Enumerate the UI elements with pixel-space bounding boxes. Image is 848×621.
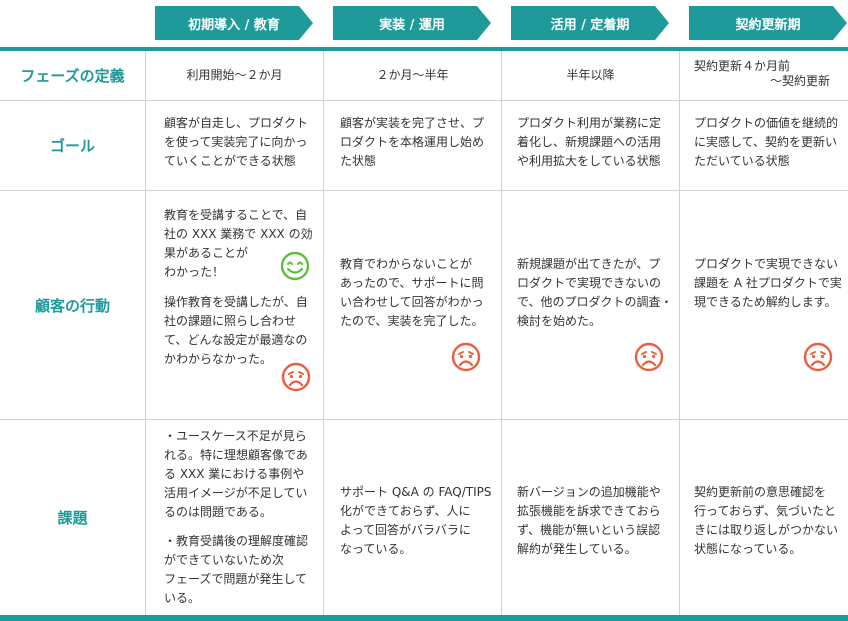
behavior-renewal: プロダクトで実現できない 課題を A 社プロダクトで実 現できるため解約します。	[694, 255, 842, 312]
text-line: 課題を A 社プロダクトで実	[694, 276, 842, 290]
text-line: 解約が発生している。	[517, 542, 637, 556]
text-line: 状態になっている。	[694, 542, 802, 556]
text-line: プロダクト利用が業務に定	[517, 116, 662, 130]
text-line: れる。特に理想顧客像であ	[164, 448, 308, 462]
behavior-implementation: 教育でわからないことが あったので、サポートに問 い合わせして回答がわかっ たの…	[340, 255, 484, 331]
sad-face-icon	[281, 362, 311, 392]
goal-onboarding: 顧客が自走し、プロダクト を使って実装完了に向かっ ていくことができる状態	[164, 114, 308, 171]
goal-adoption: プロダクト利用が業務に定 着化し、新規課題への活用 や利用拡大をしている状態	[517, 114, 661, 171]
definition-onboarding: 利用開始〜２か月	[186, 68, 283, 82]
text-line: 教育を受講することで、自	[164, 208, 308, 222]
text-line: 活用イメージが不足してい	[164, 486, 308, 500]
phase-header-implementation: 実装 / 運用	[333, 6, 491, 40]
text-line: い合わせして回答がわかっ	[340, 295, 484, 309]
text-line: ロダクトを本格運用し始め	[340, 135, 485, 149]
row-label-definition: フェーズの定義	[20, 67, 125, 85]
definition-implementation: ２か月〜半年	[376, 68, 449, 82]
behavior-onboarding-negative: 操作教育を受講したが、自 社の課題に照らし合わせ て、どんな設定が最適なの かわ…	[164, 293, 308, 369]
goal-renewal: プロダクトの価値を継続的 に実感して、契約を更新い ただいている状態	[694, 114, 838, 171]
text-line: て、どんな設定が最適なの	[164, 333, 308, 347]
text-line: 教育でわからないことが	[340, 257, 473, 271]
row-divider	[0, 100, 848, 101]
text-line: るのは問題である。	[164, 505, 272, 519]
text-line: る XXX 業における事例や	[164, 467, 305, 481]
text-line: ただいている状態	[694, 154, 790, 168]
text-line: 検討を始めた。	[517, 314, 602, 328]
column-divider	[323, 51, 324, 615]
column-divider	[145, 51, 146, 615]
text-line: プロダクトで実現できない	[694, 257, 839, 271]
issues-onboarding-bullet-2: ・教育受講後の理解度確認 ができていないため次 フェーズで問題が発生して いる。	[164, 532, 308, 608]
text-line: に実感して、契約を更新い	[694, 135, 838, 149]
issues-adoption: 新バージョンの追加機能や 拡張機能を訴求できておら ず、機能が無いという誤認 解…	[517, 483, 661, 559]
definition-renewal-line: 契約更新４か月前	[694, 59, 791, 73]
text-line: 社の XXX 業務で XXX の効	[164, 227, 313, 241]
text-line: を使って実装完了に向かっ	[164, 135, 308, 149]
text-line: ず、機能が無いという誤認	[517, 523, 661, 537]
row-divider	[0, 190, 848, 191]
text-line: かわからなかった。	[164, 352, 273, 366]
phase-header-renewal: 契約更新期	[689, 6, 847, 40]
text-line: プロダクトの価値を継続的	[694, 116, 839, 130]
text-line: 現できるため解約します。	[694, 295, 837, 309]
text-line: 行っておらず、気づいたと	[694, 504, 836, 518]
text-line: いる。	[164, 591, 201, 605]
text-line: フェーズで問題が発生して	[164, 572, 308, 586]
issues-renewal: 契約更新前の意思確認を 行っておらず、気づいたと きには取り返しがつかない 状態…	[694, 483, 838, 559]
text-line: たので、実装を完了した。	[340, 314, 484, 328]
row-label-behavior: 顧客の行動	[34, 296, 110, 315]
text-line: 着化し、新規課題への活用	[517, 135, 662, 149]
text-line: で、他のプロダクトの調査・	[517, 295, 673, 309]
text-line: なっている。	[340, 542, 412, 556]
column-divider	[501, 51, 502, 615]
definition-adoption: 半年以降	[566, 68, 615, 82]
text-line: や利用拡大をしている状態	[517, 154, 661, 168]
issues-onboarding-bullet-1: ・ユースケース不足が見ら れる。特に理想顧客像であ る XXX 業における事例や…	[164, 427, 308, 522]
definition-renewal-line: 〜契約更新	[769, 74, 830, 88]
text-line: 操作教育を受講したが、自	[164, 295, 308, 309]
text-line: 顧客が実装を完了させ、プ	[340, 116, 485, 130]
text-line: あったので、サポートに問	[340, 276, 484, 290]
sad-face-icon	[451, 342, 481, 372]
text-line: 化ができておらず、人に	[340, 504, 471, 518]
text-line: きには取り返しがつかない	[694, 523, 839, 537]
text-line: ロダクトで実現できないの	[517, 276, 662, 290]
goal-implementation: 顧客が実装を完了させ、プ ロダクトを本格運用し始め た状態	[340, 114, 484, 171]
text-line: ・教育受講後の理解度確認	[164, 534, 309, 548]
text-line: ていくことができる状態	[164, 154, 296, 168]
text-line: わかった！	[164, 265, 225, 279]
phase-header-onboarding: 初期導入 / 教育	[155, 6, 313, 40]
text-line: 契約更新前の意思確認を	[694, 485, 827, 499]
row-label-goal: ゴール	[49, 137, 95, 155]
text-line: ・ユースケース不足が見ら	[164, 429, 307, 443]
text-line: 新バージョンの追加機能や	[517, 485, 661, 499]
text-line: サポート Q&A の FAQ/TIPS	[340, 485, 492, 499]
smiley-face-icon	[280, 251, 310, 281]
text-line: た状態	[340, 154, 377, 168]
row-divider	[0, 419, 848, 420]
issues-implementation: サポート Q&A の FAQ/TIPS 化ができておらず、人に よって回答がバラ…	[340, 483, 491, 559]
behavior-adoption: 新規課題が出てきたが、プ ロダクトで実現できないの で、他のプロダクトの調査・ …	[517, 255, 673, 331]
definition-renewal: 契約更新４か月前 〜契約更新	[694, 59, 844, 89]
text-line: 果があることが	[164, 246, 249, 260]
text-line: 顧客が自走し、プロダクト	[164, 116, 309, 130]
sad-face-icon	[634, 342, 664, 372]
table-bottom-border	[0, 615, 848, 621]
table-top-border	[0, 47, 848, 51]
column-divider	[679, 51, 680, 615]
sad-face-icon	[803, 342, 833, 372]
text-line: 社の課題に照らし合わせ	[164, 314, 297, 328]
text-line: ができていないため次	[164, 553, 285, 567]
behavior-onboarding-positive: 教育を受講することで、自 社の XXX 業務で XXX の効 果があることが わ…	[164, 206, 313, 282]
text-line: 新規課題が出てきたが、プ	[517, 257, 661, 271]
text-line: 拡張機能を訴求できておら	[517, 504, 661, 518]
text-line: よって回答がバラバラに	[340, 523, 471, 537]
phase-header-adoption: 活用 / 定着期	[511, 6, 669, 40]
row-label-issues: 課題	[57, 509, 88, 527]
